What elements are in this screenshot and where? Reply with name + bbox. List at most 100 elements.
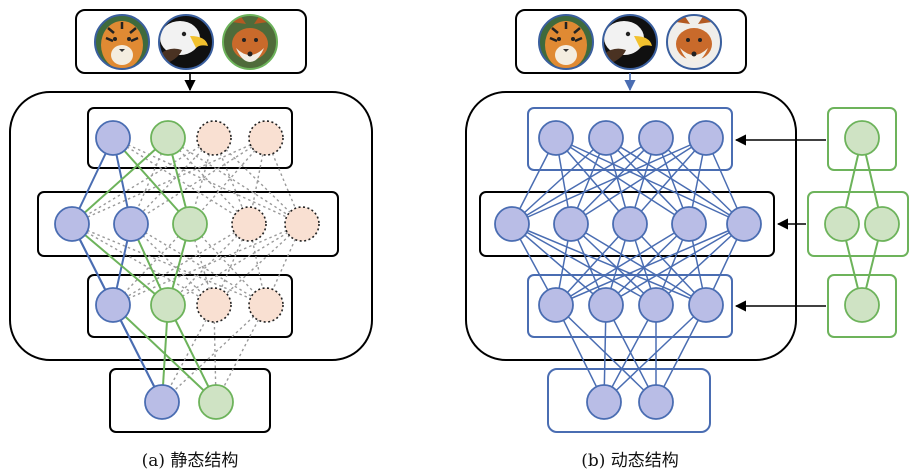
fox-image — [666, 14, 722, 70]
dotted-edge — [71, 137, 215, 225]
dynamic-edge — [605, 137, 690, 225]
neuron-static-l3-2 — [150, 287, 186, 323]
input-image-box-static — [75, 9, 307, 74]
dotted-edge — [189, 137, 267, 225]
neuron-static-l3-1 — [95, 287, 131, 323]
generator-box-middle — [807, 191, 909, 257]
dynamic-edge — [629, 223, 707, 306]
neuron-static-l2-4 — [231, 206, 267, 242]
dotted-edge — [130, 137, 215, 225]
dotted-edge — [167, 223, 250, 306]
neuron-static-l4-2 — [198, 384, 234, 420]
dotted-edge — [189, 137, 215, 225]
fox-image — [222, 14, 278, 70]
dotted-edge — [161, 304, 215, 403]
dynamic-edge — [555, 223, 745, 306]
tiger-image — [94, 14, 150, 70]
dynamic-edge — [555, 137, 631, 225]
dynamic-edge — [605, 304, 657, 403]
neuron-dynamic-l4-1 — [586, 384, 622, 420]
static-edges — [71, 137, 303, 403]
layer-box-static-2 — [37, 191, 339, 257]
active-green-edge — [112, 137, 191, 225]
tiger-image — [538, 14, 594, 70]
layer-box-dynamic-1 — [527, 107, 733, 171]
neuron-static-l1-2 — [150, 120, 186, 156]
dotted-edge — [112, 137, 303, 225]
dotted-edge — [167, 137, 303, 225]
static-structure-panel: (a) 静态结构 — [9, 9, 373, 471]
neuron-dynamic-l2-2 — [553, 206, 589, 242]
output-box-static — [109, 368, 271, 433]
dynamic-edge — [511, 223, 607, 306]
generator-neuron-top — [844, 120, 880, 156]
dynamic-edge — [655, 223, 745, 306]
dotted-edge — [71, 137, 267, 225]
active-green-edge — [71, 137, 169, 225]
dotted-edge — [213, 223, 303, 306]
dotted-edge — [112, 223, 303, 306]
dynamic-edge — [555, 304, 657, 403]
dotted-edge — [112, 223, 191, 306]
layer-box-static-1 — [87, 107, 293, 169]
dotted-edge — [215, 304, 267, 403]
active-green-edge — [167, 304, 217, 403]
input-image-box-dynamic — [515, 9, 747, 74]
dotted-edge — [213, 137, 303, 225]
eagle-image — [602, 14, 658, 70]
dynamic-structure-panel: (b) 动态结构 — [465, 9, 909, 471]
layer-box-dynamic-2 — [479, 191, 775, 257]
output-box-dynamic — [547, 368, 711, 433]
dynamic-edge — [555, 137, 690, 225]
dynamic-edge — [555, 223, 690, 306]
dynamic-edge — [605, 223, 745, 306]
neuron-dynamic-l1-3 — [638, 120, 674, 156]
dynamic-edges — [511, 137, 745, 403]
dynamic-edge — [603, 304, 707, 403]
dotted-edge — [112, 223, 250, 306]
neuron-dynamic-l3-3 — [638, 287, 674, 323]
neuron-dynamic-l3-1 — [538, 287, 574, 323]
neuron-static-l1-4 — [248, 120, 284, 156]
neuron-static-l2-5 — [284, 206, 320, 242]
neuron-static-l3-4 — [248, 287, 284, 323]
generator-network — [824, 120, 900, 323]
static-nodes — [54, 120, 320, 420]
neuron-dynamic-l2-4 — [671, 206, 707, 242]
dotted-edge — [130, 223, 267, 306]
neuron-static-l2-3 — [172, 206, 208, 242]
generator-neuron-bottom — [844, 287, 880, 323]
dynamic-edge — [603, 304, 657, 403]
dynamic-edge — [655, 304, 707, 403]
generator-neuron-mid-2 — [864, 206, 900, 242]
dynamic-edge — [555, 223, 631, 306]
caption-static: (a) 静态结构 — [142, 451, 239, 471]
dynamic-edge — [511, 223, 657, 306]
neuron-dynamic-l3-2 — [588, 287, 624, 323]
dotted-edge — [112, 137, 250, 225]
dynamic-edge — [511, 137, 657, 225]
layer-box-static-3 — [87, 274, 293, 338]
animal-images-dynamic — [538, 14, 722, 70]
network-container-static — [9, 91, 373, 361]
generator-box-bottom — [827, 274, 897, 338]
dotted-edge — [161, 304, 267, 403]
generator-neuron-mid-1 — [824, 206, 860, 242]
dynamic-edge — [570, 223, 657, 306]
dynamic-edge — [570, 137, 707, 225]
dynamic-edge — [655, 137, 745, 225]
neuron-dynamic-l1-2 — [588, 120, 624, 156]
caption-dynamic: (b) 动态结构 — [581, 451, 679, 471]
eagle-image — [158, 14, 214, 70]
dotted-edge — [71, 223, 267, 306]
active-green-edge — [71, 223, 169, 306]
animal-images-static — [94, 14, 278, 70]
neuron-static-l2-1 — [54, 206, 90, 242]
dotted-edge — [167, 223, 303, 306]
layer-box-dynamic-3 — [527, 274, 733, 338]
dotted-edge — [130, 137, 267, 225]
generator-box-top — [827, 107, 897, 171]
dynamic-edge — [511, 223, 707, 306]
neuron-dynamic-l1-1 — [538, 120, 574, 156]
neuron-static-l4-1 — [144, 384, 180, 420]
